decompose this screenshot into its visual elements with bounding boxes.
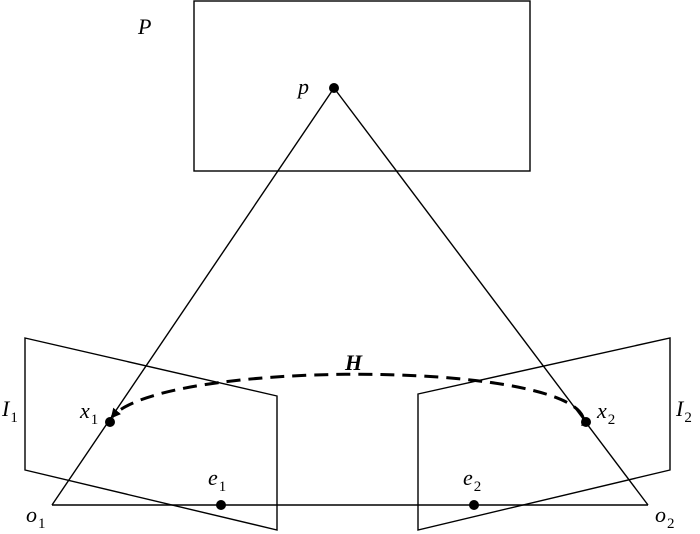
label-e2: e2	[463, 465, 481, 495]
image-plane-2	[417, 337, 671, 531]
label-plane-P: P	[137, 14, 151, 39]
point-x1-dot	[105, 417, 115, 427]
image-plane-1	[24, 337, 278, 531]
homography-arrow	[110, 372, 591, 427]
label-point-p: p	[296, 74, 309, 99]
epipole-e2-dot	[469, 500, 479, 510]
label-homography-H: H	[344, 350, 363, 375]
label-o2: o2	[655, 502, 675, 532]
label-e1: e1	[208, 465, 226, 495]
world-plane-rect	[193, 0, 531, 172]
label-o1: o1	[26, 502, 46, 532]
label-image-I2: I2	[675, 396, 692, 426]
ray-o1-p	[51, 87, 335, 506]
label-x1: x1	[79, 398, 98, 428]
label-x2: x2	[596, 398, 615, 428]
point-x2-dot	[581, 417, 591, 427]
ray-o2-p	[333, 87, 649, 506]
epipole-e1-dot	[216, 500, 226, 510]
point-p-dot	[329, 83, 339, 93]
label-image-I1: I1	[1, 396, 18, 426]
